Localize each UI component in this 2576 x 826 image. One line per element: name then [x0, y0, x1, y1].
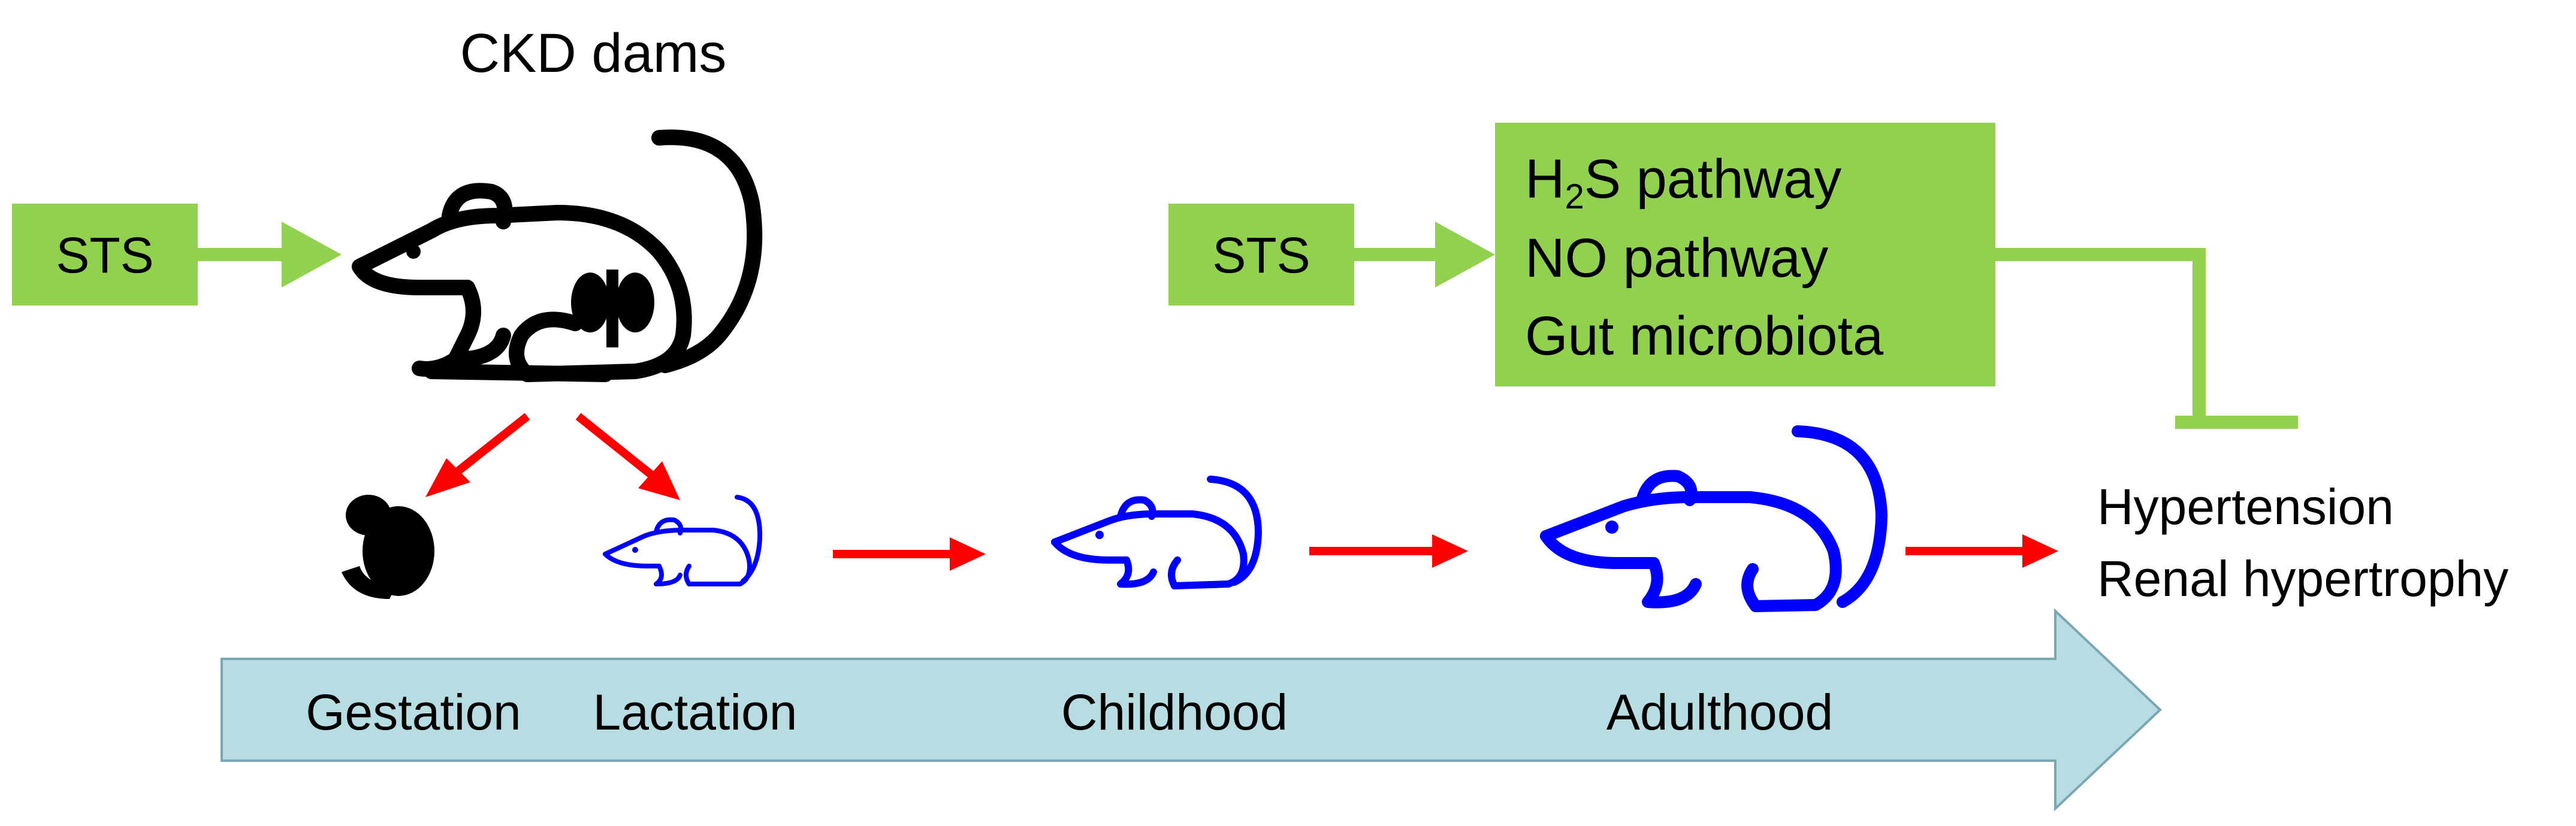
pathway-gut: Gut microbiota: [1525, 305, 1884, 367]
sts-label-left: STS: [56, 227, 153, 283]
dam-to-pup-arrow: [575, 413, 680, 500]
kidney-icon: [571, 270, 654, 347]
stage-childhood: Childhood: [1061, 684, 1288, 740]
title-ckd-dams: CKD dams: [460, 23, 727, 84]
inhibition-connector: [1995, 248, 2298, 429]
stage-gestation: Gestation: [306, 684, 521, 740]
fetus-icon: [342, 495, 434, 599]
adult-rat-eye: [1605, 521, 1618, 534]
lactation-to-childhood-arrow: [833, 537, 986, 571]
outcome-hypertension: Hypertension: [2097, 479, 2394, 535]
pathway-h2s-prefix: H: [1525, 149, 1565, 210]
adulthood-to-outcome-arrow: [1905, 534, 2058, 568]
dam-rat-icon: [352, 129, 763, 382]
pathway-h2s-sub: 2: [1565, 177, 1584, 216]
sts-box-left: [12, 204, 198, 305]
stage-adulthood: Adulthood: [1606, 684, 1833, 740]
sts-box-right: [1168, 204, 1354, 305]
pup-rat-eye: [632, 547, 638, 553]
pathway-no: NO pathway: [1525, 228, 1828, 289]
sts-arrow-right-head: [1435, 222, 1495, 288]
stage-lactation: Lactation: [593, 684, 798, 740]
timeline-arrow: [221, 608, 2162, 812]
juvenile-rat-eye: [1095, 531, 1104, 539]
outcome-renal-hypertrophy: Renal hypertrophy: [2097, 550, 2508, 607]
sts-arrow-left-head: [282, 222, 342, 288]
childhood-to-adulthood-arrow: [1309, 534, 1468, 568]
dam-to-fetus-arrow: [425, 413, 530, 497]
pup-rat-icon: [603, 495, 763, 586]
pathway-h2s-suffix: S pathway: [1584, 149, 1842, 210]
pathway-h2s: H2S pathway: [1525, 149, 1841, 216]
pathway-box: [1495, 123, 1995, 386]
dam-rat-eye: [406, 244, 421, 259]
adult-rat-icon: [1540, 425, 1888, 612]
juvenile-rat-icon: [1051, 476, 1262, 589]
sts-label-right: STS: [1212, 227, 1310, 283]
